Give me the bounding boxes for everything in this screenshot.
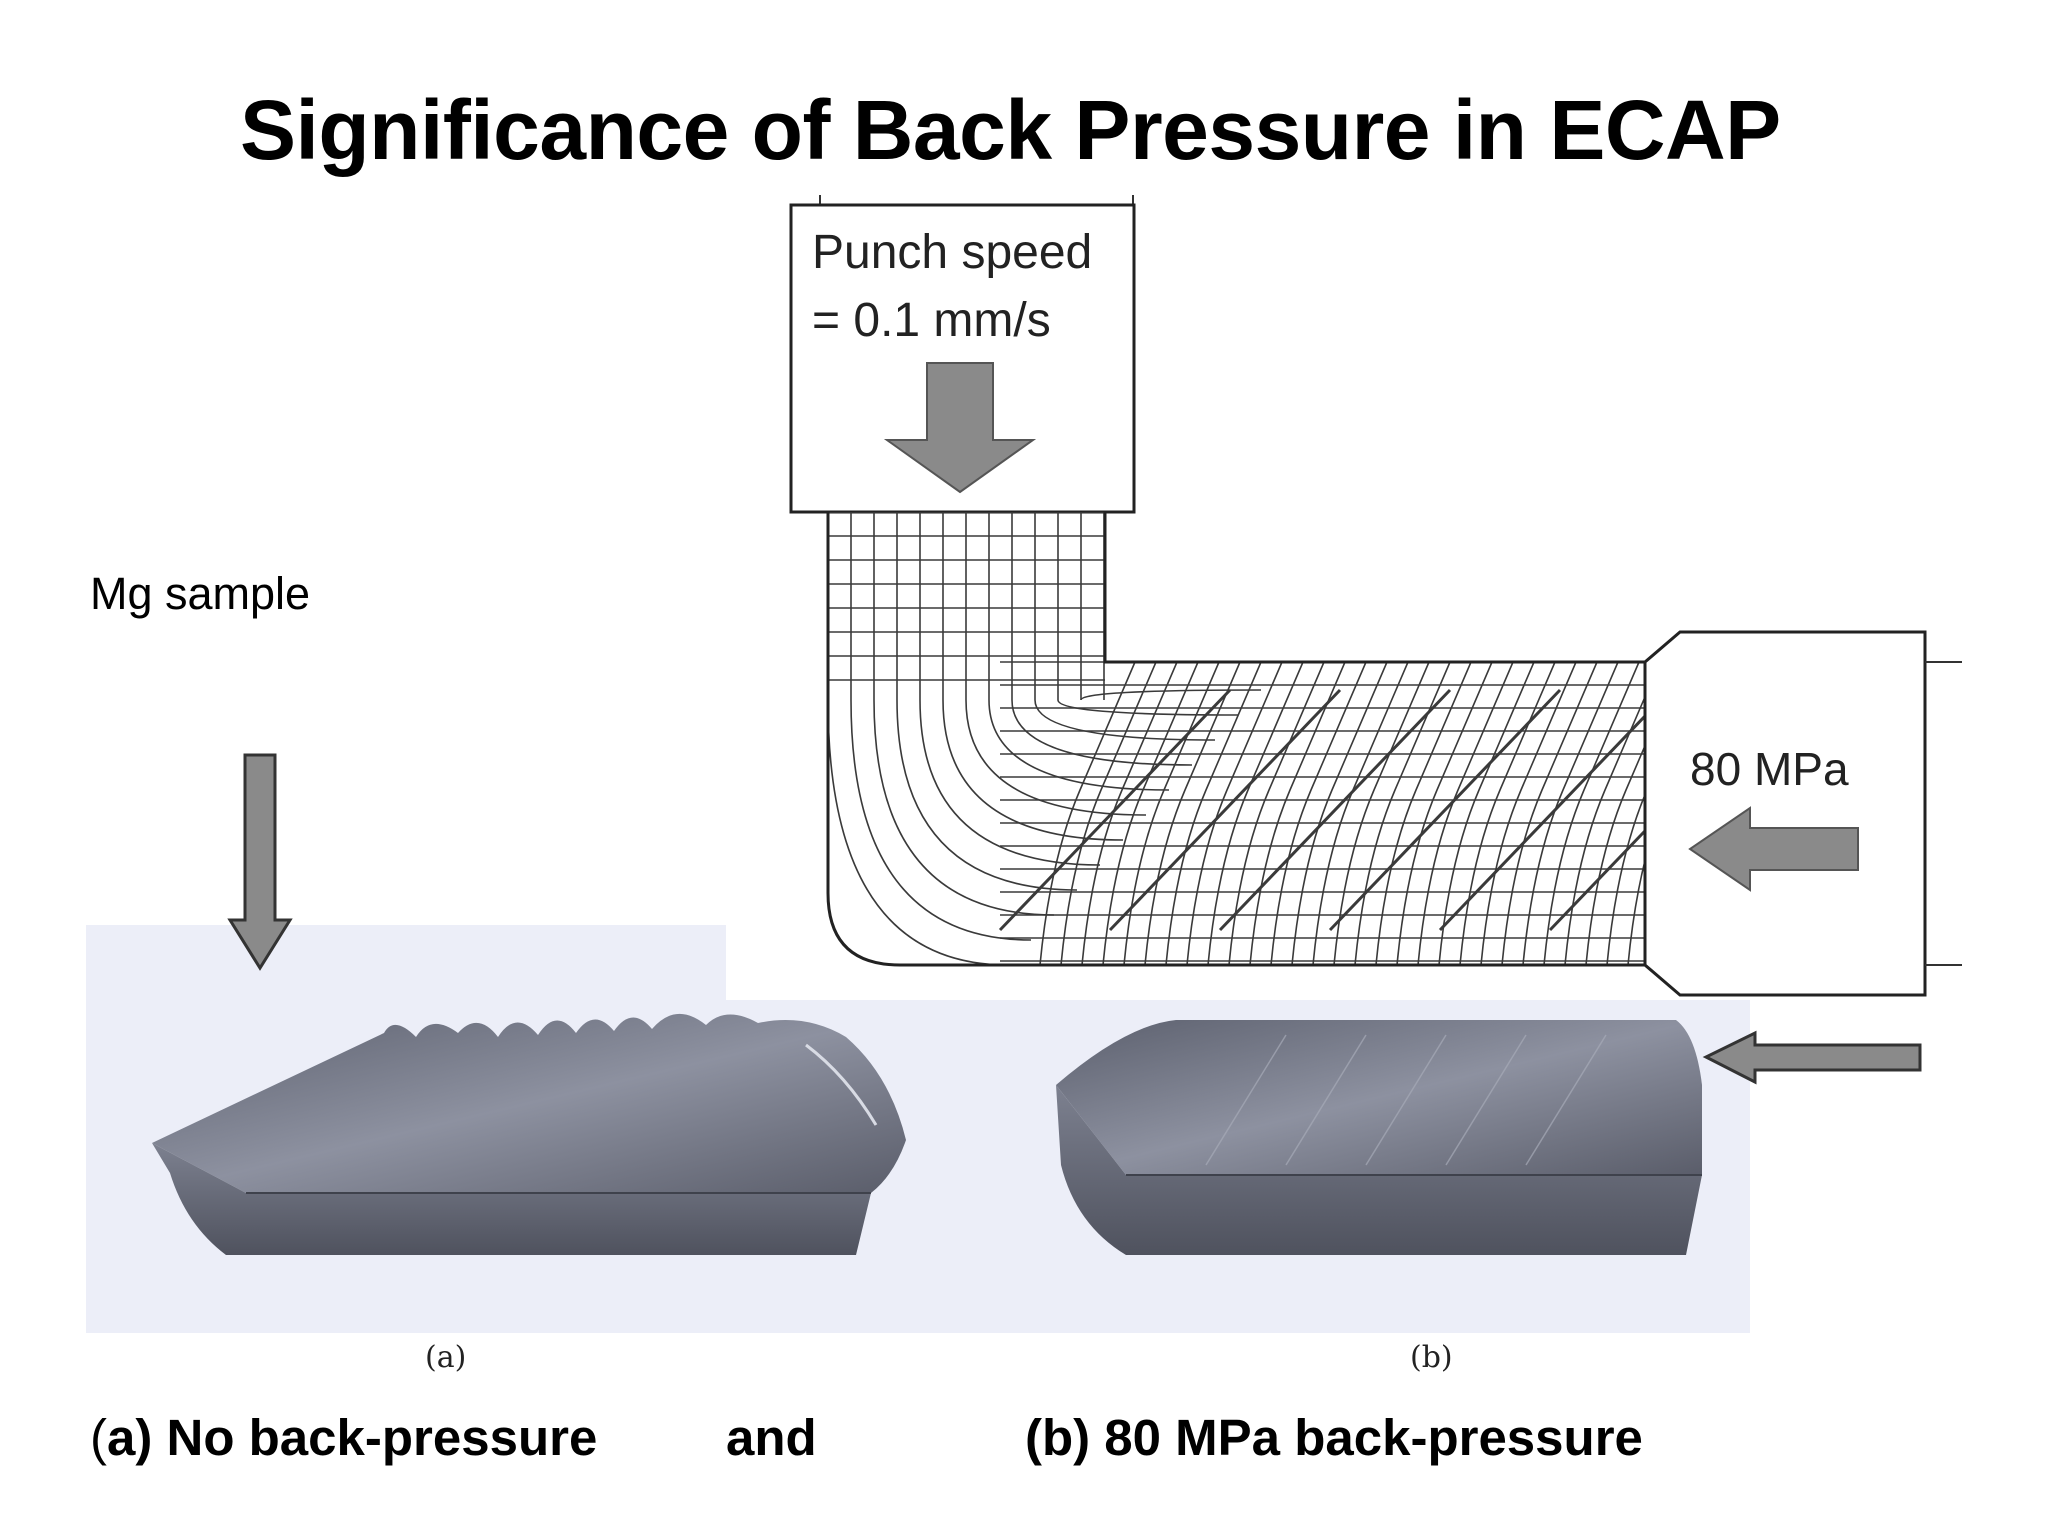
caption-b: (b) 80 MPa back-pressure [1025,1409,1643,1466]
caption-a-open-paren: ( [90,1409,107,1466]
back-pressure-plunger [1643,630,1927,997]
sample-b [1056,1020,1702,1255]
back-pressure-label: 80 MPa [1690,743,1849,795]
slide-title: Significance of Back Pressure in ECAP [240,83,1781,177]
punch-speed-value: = 0.1 mm/s [812,294,1051,347]
down-arrow-icon [227,753,293,971]
deformation-mesh [828,512,1645,965]
caption-and: and [726,1409,817,1466]
caption-a-text: a) No back-pressure [106,1409,598,1466]
back-pressure-arrow-icon [1688,806,1859,892]
photo-label-a: (a) [425,1340,467,1375]
punch-down-arrow-icon [883,362,1037,494]
sample-a [152,1013,906,1255]
left-arrow-icon [1702,1030,1922,1085]
punch-speed-label: Punch speed [812,226,1092,279]
caption-a: (a) No back-pressure [90,1408,597,1467]
photo-label-b: (b) [1410,1340,1453,1375]
die-channel-outline [826,512,1647,967]
mg-sample-label: Mg sample [90,568,311,619]
ecap-die-diagram: Punch speed = 0.1 mm/s 80 MPa [789,195,1962,997]
sample-photo [86,925,1750,1333]
